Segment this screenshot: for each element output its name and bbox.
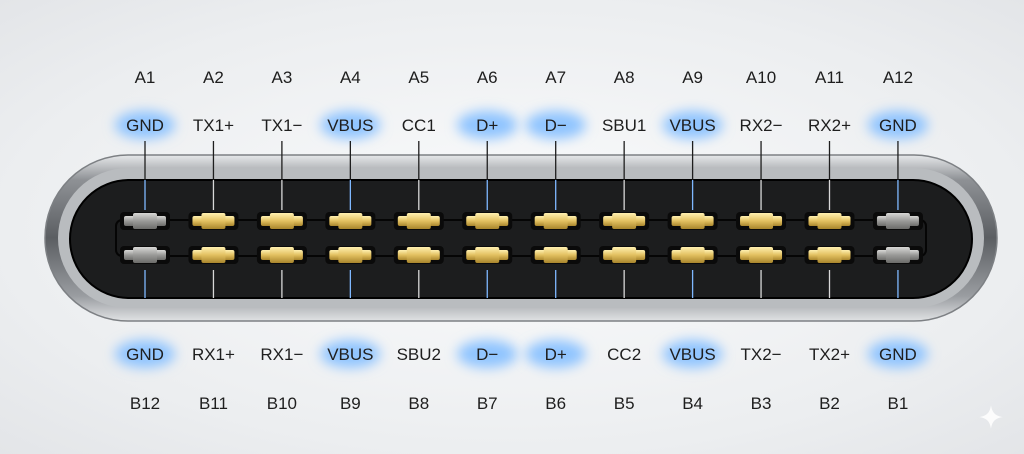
receptacle-cavity: [69, 179, 973, 299]
pin-label: B7: [477, 394, 498, 413]
contact-b2: [804, 246, 855, 264]
signal-label: D−: [476, 345, 498, 364]
signal-label: VBUS: [669, 345, 715, 364]
signal-label: TX1−: [261, 116, 302, 135]
contact-b5: [599, 246, 650, 264]
signal-glows: [115, 111, 928, 368]
signal-label: TX2−: [740, 345, 781, 364]
signal-label: GND: [879, 116, 917, 135]
contact-a2: [188, 212, 239, 230]
contact-a3: [256, 212, 307, 230]
contact-b3: [736, 246, 787, 264]
contact-a5: [393, 212, 444, 230]
contact-a6: [462, 212, 513, 230]
contact-b7: [462, 246, 513, 264]
pin-label: A3: [272, 68, 293, 87]
pin-label: B12: [130, 394, 160, 413]
pin-label: B6: [545, 394, 566, 413]
signal-label: TX2+: [809, 345, 850, 364]
pin-label: A2: [203, 68, 224, 87]
contact-b9: [325, 246, 376, 264]
pin-label: A4: [340, 68, 361, 87]
signal-label: RX1−: [260, 345, 303, 364]
signal-glow: [867, 111, 928, 139]
signal-glow: [457, 111, 518, 139]
contact-a10: [736, 212, 787, 230]
signal-label: VBUS: [669, 116, 715, 135]
signal-glow: [867, 340, 928, 368]
signal-label: VBUS: [327, 116, 373, 135]
signal-glow: [320, 340, 381, 368]
pin-label: A8: [614, 68, 635, 87]
contact-a8: [599, 212, 650, 230]
signal-glow: [525, 111, 586, 139]
signal-label: CC2: [607, 345, 641, 364]
contact-b8: [393, 246, 444, 264]
contact-a1: [120, 212, 170, 230]
contact-trace-outline: [115, 219, 927, 257]
pin-label: B11: [199, 394, 228, 413]
pin-label: B5: [614, 394, 635, 413]
pin-label: A11: [815, 68, 844, 87]
contact-a12: [872, 212, 923, 230]
contact-b1: [872, 246, 923, 264]
pin-label: A7: [545, 68, 566, 87]
contact-b12: [120, 246, 170, 264]
pin-label: A12: [883, 68, 913, 87]
signal-label: SBU2: [397, 345, 441, 364]
signal-glow: [662, 340, 723, 368]
signal-label: RX2+: [808, 116, 851, 135]
signal-glow: [115, 111, 175, 139]
signal-label: D+: [476, 116, 498, 135]
pin-label: A5: [408, 68, 429, 87]
contact-b4: [667, 246, 718, 264]
pin-label: A1: [135, 68, 156, 87]
signal-label: RX1+: [192, 345, 235, 364]
signal-label: GND: [126, 345, 164, 364]
pin-label: B10: [267, 394, 297, 413]
signal-label: D−: [545, 116, 567, 135]
contact-b6: [530, 246, 581, 264]
signal-label: CC1: [402, 116, 436, 135]
signal-label: D+: [545, 345, 567, 364]
contact-a9: [667, 212, 718, 230]
contact-a4: [325, 212, 376, 230]
signal-label: VBUS: [327, 345, 373, 364]
pin-label: B3: [751, 394, 772, 413]
signal-glow: [525, 340, 586, 368]
signal-label: GND: [879, 345, 917, 364]
signal-glow: [320, 111, 381, 139]
signal-glow: [115, 340, 175, 368]
contact-b10: [256, 246, 307, 264]
pin-label: B2: [819, 394, 840, 413]
contact-a7: [530, 212, 581, 230]
signal-label: TX1+: [193, 116, 234, 135]
pin-label: B8: [408, 394, 429, 413]
signal-glow: [662, 111, 723, 139]
pin-label: B4: [682, 394, 703, 413]
pin-label: A6: [477, 68, 498, 87]
contact-b11: [188, 246, 239, 264]
pin-label: B9: [340, 394, 361, 413]
sparkle-icon: [979, 405, 1003, 429]
contact-a11: [804, 212, 855, 230]
pin-label: A10: [746, 68, 776, 87]
signal-label: GND: [126, 116, 164, 135]
pin-label: A9: [682, 68, 703, 87]
signal-glow: [457, 340, 518, 368]
pin-label: B1: [888, 394, 909, 413]
signal-label: SBU1: [602, 116, 646, 135]
signal-label: RX2−: [740, 116, 783, 135]
